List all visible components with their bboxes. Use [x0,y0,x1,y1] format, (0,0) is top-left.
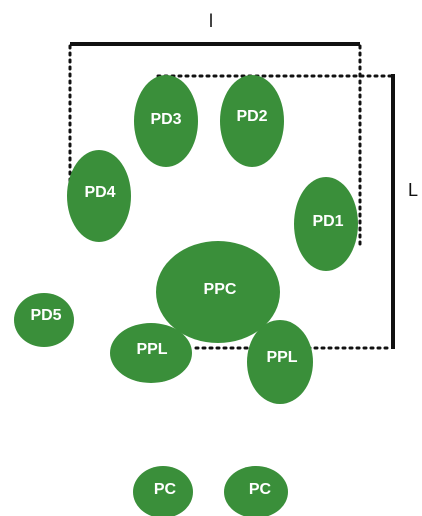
pad-ppc-label: PPC [204,281,237,298]
pad-ppl-right-label: PPL [266,349,297,366]
pad-pd5-shape [14,293,74,347]
pad-pc-left-label: PC [154,481,177,498]
pad-pd1: PD1 [294,177,358,271]
pad-pd2-shape [220,75,284,167]
pad-pd2-label: PD2 [236,108,267,125]
pad-ppc: PPC [156,241,280,343]
length-label: L [408,180,418,200]
pad-ppl-left: PPL [110,323,192,383]
pad-pd4-shape [67,150,131,242]
pad-ppl-right: PPL [247,320,313,404]
pad-pd1-label: PD1 [312,213,343,230]
pad-ppl-left-shape [110,323,192,383]
pad-pc-left-shape [133,466,193,516]
pad-pd4: PD4 [67,150,131,242]
pad-ppl-left-label: PPL [136,341,167,358]
pad-pc-right-shape [224,466,288,516]
width-frame [68,44,362,246]
pad-ppl-right-shape [247,320,313,404]
pad-pd3-label: PD3 [150,111,181,128]
pad-ppc-shape [156,241,280,343]
pad-pd2: PD2 [220,75,284,167]
pad-pc-right: PC [224,466,288,516]
pad-pc-right-label: PC [249,481,272,498]
pad-pc-left: PC [133,466,193,516]
pad-pd5: PD5 [14,293,74,347]
width-label: l [209,11,213,31]
pad-pd5-label: PD5 [30,307,61,324]
pad-pd1-shape [294,177,358,271]
pad-pd4-label: PD4 [84,184,115,201]
pad-pd3-shape [134,75,198,167]
pad-pd3: PD3 [134,75,198,167]
